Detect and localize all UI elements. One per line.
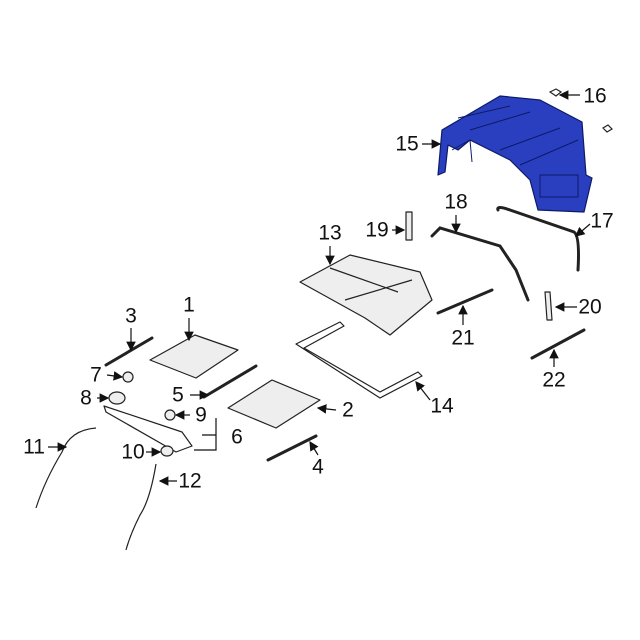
callout-19: 19 bbox=[365, 219, 388, 242]
part-7-fastener[interactable] bbox=[122, 371, 134, 383]
part-10-grommet[interactable] bbox=[160, 445, 174, 457]
part-4-strip[interactable] bbox=[266, 434, 318, 462]
callout-13: 13 bbox=[318, 222, 341, 245]
leader-6 bbox=[194, 418, 217, 451]
callout-labels: 1 2 3 4 5 6 7 8 9 10 11 12 13 14 15 16 1… bbox=[23, 85, 614, 493]
callout-22: 22 bbox=[542, 369, 565, 392]
part-5-strip[interactable] bbox=[202, 364, 258, 399]
callout-14: 14 bbox=[430, 395, 454, 418]
part-14-frame[interactable] bbox=[295, 321, 423, 399]
part-22-strip[interactable] bbox=[530, 328, 586, 360]
callout-1: 1 bbox=[183, 294, 195, 317]
part-6-rail[interactable] bbox=[103, 405, 193, 453]
part-19-bracket[interactable] bbox=[405, 211, 413, 241]
callout-8: 8 bbox=[80, 387, 92, 410]
part-20-bracket[interactable] bbox=[544, 291, 553, 321]
callout-9: 9 bbox=[195, 404, 207, 427]
part-2-panel[interactable] bbox=[227, 379, 321, 429]
callout-3: 3 bbox=[125, 305, 137, 328]
callout-18: 18 bbox=[444, 191, 467, 214]
callout-20: 20 bbox=[578, 296, 601, 319]
callout-2: 2 bbox=[342, 399, 354, 422]
part-12-harness[interactable] bbox=[125, 463, 157, 551]
callout-15: 15 bbox=[395, 133, 418, 156]
part-17-bow[interactable] bbox=[496, 206, 580, 272]
callout-6: 6 bbox=[231, 426, 243, 449]
callout-11: 11 bbox=[23, 436, 45, 459]
callout-21: 21 bbox=[451, 327, 474, 350]
leader-lines bbox=[48, 90, 591, 486]
part-1-panel[interactable] bbox=[149, 334, 239, 379]
part-9-fastener[interactable] bbox=[164, 409, 176, 421]
part-18-bow[interactable] bbox=[430, 226, 530, 302]
part-15-hardtop[interactable] bbox=[437, 95, 593, 213]
callout-10: 10 bbox=[121, 441, 144, 464]
callout-5: 5 bbox=[172, 384, 184, 407]
callout-4: 4 bbox=[312, 456, 324, 479]
part-11-harness[interactable] bbox=[35, 427, 97, 509]
callout-17: 17 bbox=[590, 210, 613, 233]
part-3-strip[interactable] bbox=[104, 336, 154, 367]
callout-16: 16 bbox=[583, 85, 606, 108]
callout-12: 12 bbox=[178, 470, 201, 493]
callout-7: 7 bbox=[90, 364, 102, 387]
part-13-headliner[interactable] bbox=[299, 254, 433, 336]
part-8-grommet[interactable] bbox=[108, 391, 126, 405]
part-21-strip[interactable] bbox=[436, 288, 494, 315]
